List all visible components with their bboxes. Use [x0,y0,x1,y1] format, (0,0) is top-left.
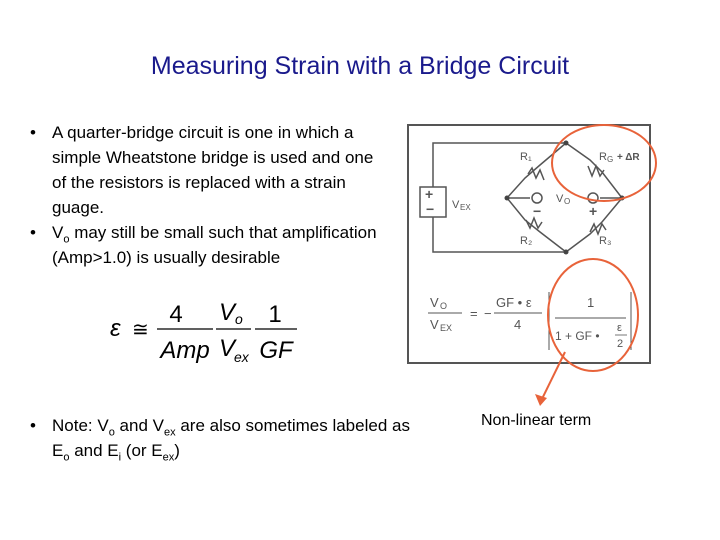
arrow-head [535,394,547,406]
note-p6: ) [174,441,180,460]
bullet-text-sub: o [63,233,70,246]
bullet-list: • A quarter-bridge circuit is one in whi… [30,120,390,270]
bridge-circuit-figure [407,124,651,364]
formula-approx: ≅ [132,319,149,341]
note-s4: i [118,451,122,464]
formula-n2-v: V [219,299,237,326]
bullet-text-v: V [52,223,64,242]
bullet-quarter-bridge: • A quarter-bridge circuit is one in whi… [30,120,390,220]
note-s3: o [63,451,70,464]
page-title: Measuring Strain with a Bridge Circuit [150,52,570,80]
formula-n1: 4 [169,301,182,328]
note-p4: and E [69,441,119,460]
note-p3: are also sometimes labeled as E [52,416,410,460]
bullet-text-rest: may still be small such that amplificati… [52,223,377,267]
formula-n3: 1 [268,301,281,328]
formula-d3: GF [259,337,294,364]
bullet-dot: • [30,416,36,435]
strain-formula: ε ≅ 4 Amp V o V ex 1 GF [110,299,297,365]
nonlinear-term-label: Non-linear term [481,412,592,429]
bullet-text: A quarter-bridge circuit is one in which… [52,123,374,217]
note-s5: ex [162,451,175,464]
note-p1: Note: V [52,416,109,435]
formula-d1: Amp [158,337,209,364]
formula-epsilon: ε [110,315,121,342]
note-bullet-row: • Note: Vo and Vex are also sometimes la… [30,413,410,463]
note-p2: and V [114,416,164,435]
note-p5: (or E [121,441,163,460]
formula-d2-v: V [219,335,237,362]
note-bullet: • Note: Vo and Vex are also sometimes la… [30,413,410,463]
bullet-amplification: • Vo may still be small such that amplif… [30,220,390,270]
bullet-dot: • [30,123,36,142]
note-s2: ex [163,426,176,439]
formula-d2-sub: ex [234,349,250,365]
formula-n2-sub: o [235,311,243,327]
note-s1: o [108,426,115,439]
bullet-dot: • [30,223,36,242]
